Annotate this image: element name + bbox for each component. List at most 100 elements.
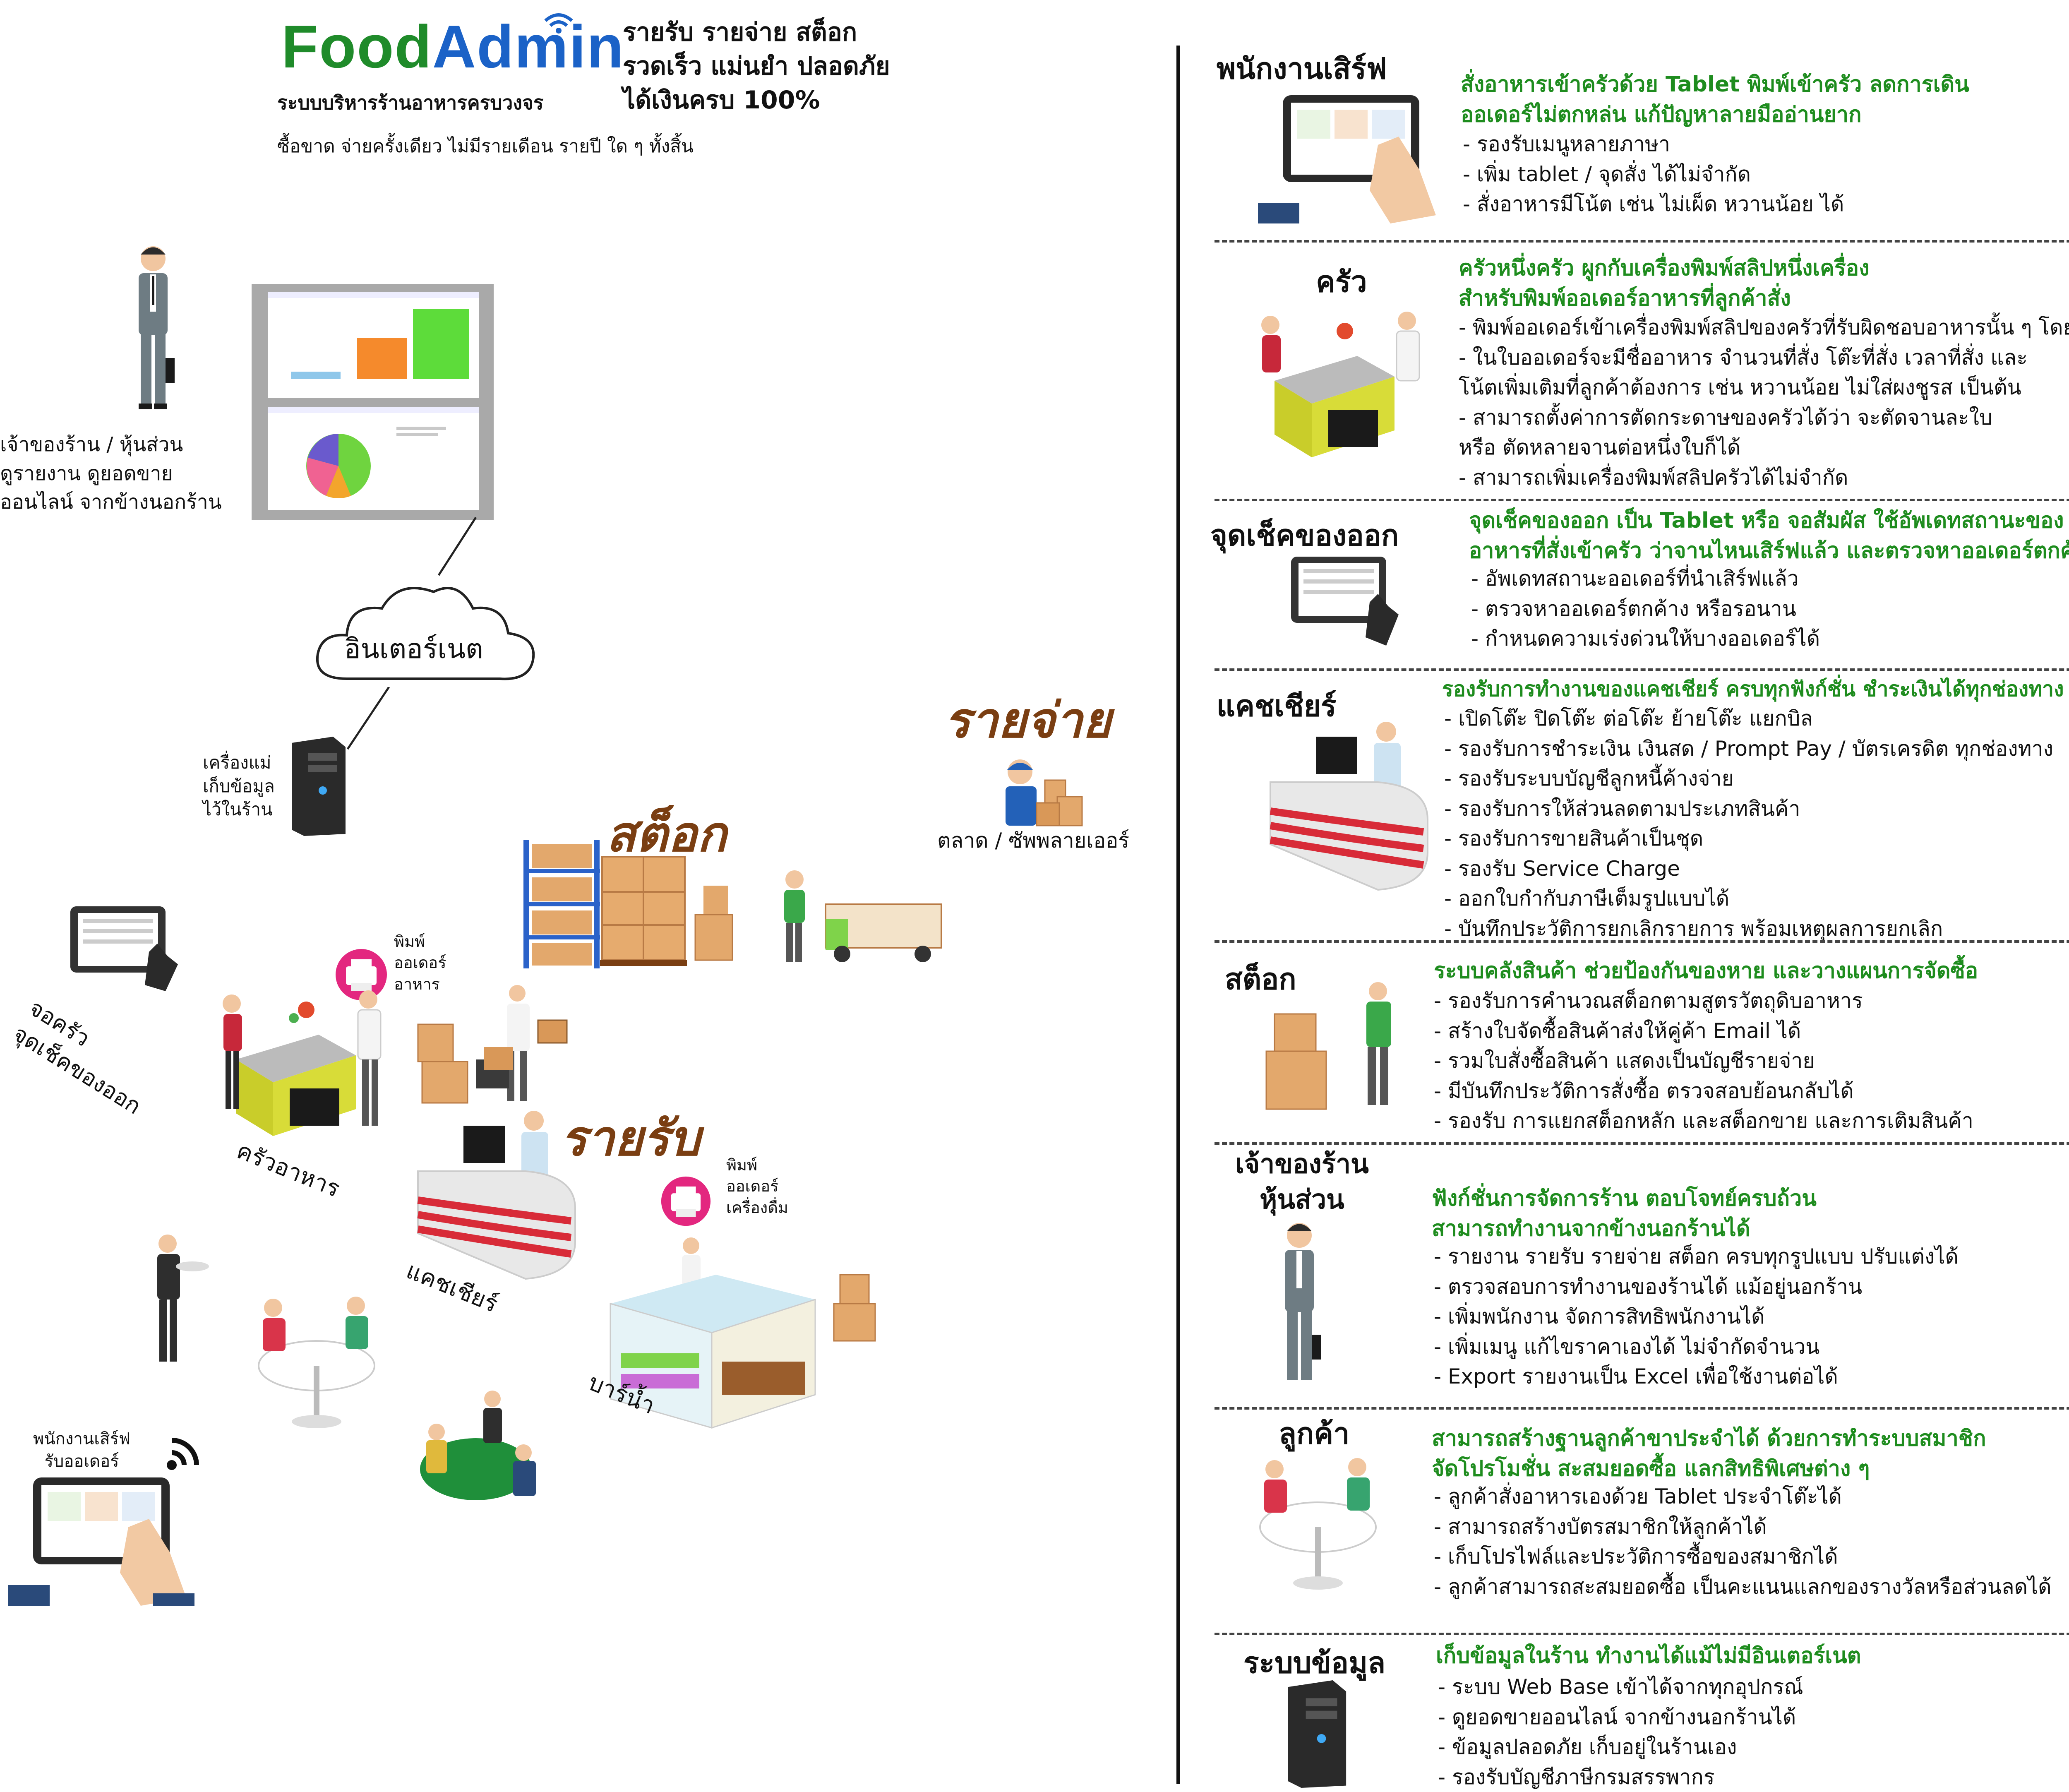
owner-caption: เจ้าของร้าน / หุ้นส่วน ดูรายงาน ดูยอดขาย…: [0, 433, 222, 514]
list-item: - รองรับการขายสินค้าเป็นชุด: [1444, 826, 1704, 850]
list-item: - เปิดโต๊ะ ปิดโต๊ะ ต่อโต๊ะ ย้ายโต๊ะ แยกบ…: [1444, 706, 1813, 730]
section-title-owner: เจ้าของร้าน หุ้นส่วน: [1235, 1149, 1369, 1215]
list-item: - ลูกค้าสามารถสะสมยอดซื้อ เป็นคะแนนแลกขอ…: [1434, 1574, 2052, 1599]
list-item: หรือ ตัดหลายจานต่อหนึ่งใบก็ได้: [1459, 435, 1741, 459]
list-item: - พิมพ์ออเดอร์เข้าเครื่องพิมพ์สลิปของครั…: [1459, 315, 2069, 339]
logo-subtitle: ระบบบริหารร้านอาหารครบวงจร: [277, 91, 544, 114]
section-heading-customer: สามารถสร้างฐานลูกค้าขาประจำได้ ด้วยการทำ…: [1432, 1426, 1986, 1481]
slogan-line-3: ได้เงินครบ 100%: [623, 86, 820, 115]
list-item: โน้ตเพิ่มเติมที่ลูกค้าต้องการ เช่น หวานน…: [1459, 375, 2021, 399]
list-item: - ลูกค้าสั่งอาหารเองด้วย Tablet ประจำโต๊…: [1434, 1485, 1842, 1509]
list-item: - สามารถสร้างบัตรสมาชิกให้ลูกค้าได้: [1434, 1514, 1767, 1539]
list-item: - รองรับ การแยกสต็อกหลัก และสต็อกขาย และ…: [1434, 1109, 1973, 1133]
wifi-icon: [544, 13, 573, 34]
section-items-checkpoint: - อัพเดทสถานะออเดอร์ที่นำเสิร์ฟแล้ว - ตร…: [1471, 564, 1820, 654]
report-dashboard-image: [252, 284, 494, 520]
section-separator: [1215, 1633, 2069, 1635]
kitchen-label: ครัวอาหาร: [233, 1137, 344, 1203]
bar-illustration: [610, 1237, 876, 1429]
section-separator: [1215, 240, 2069, 243]
section-title-customer: ลูกค้า: [1279, 1417, 1350, 1451]
list-item: - รองรับระบบบัญชีลูกหนี้ค้างจ่าย: [1444, 766, 1734, 790]
customer-table-icon: [1259, 1458, 1377, 1590]
list-item: - ดูยอดขายออนไลน์ จากข้างนอกร้านได้: [1438, 1705, 1796, 1729]
section-heading-waiter: สั่งอาหารเข้าครัวด้วย Tablet พิมพ์เข้าคร…: [1461, 72, 1969, 127]
section-heading-stock: ระบบคลังสินค้า ช่วยป้องกันของหาย และวางแ…: [1434, 958, 1978, 983]
list-item: - เพิ่มพนักงาน จัดการสิทธิพนักงานได้: [1434, 1304, 1765, 1328]
print-drink-caption: พิมพ์ ออเดอร์ เครื่องดื่ม: [726, 1156, 788, 1217]
supplier-label: ตลาด / ซัพพลายเออร์: [937, 829, 1130, 853]
waiter-tablet-icon: [8, 1477, 194, 1606]
section-items-stock: - รองรับการคำนวณสต็อกตามสูตรวัตถุดิบอาหา…: [1434, 986, 1973, 1136]
dining-group-illustration: [420, 1391, 536, 1500]
waiter-figure-icon: [157, 1235, 209, 1362]
print-food-caption: พิมพ์ ออเดอร์ อาหาร: [394, 932, 446, 993]
list-item: - ระบบ Web Base เข้าได้จากทุกอุปกรณ์: [1438, 1675, 1803, 1699]
list-item: - ในใบออเดอร์จะมีชื่ออาหาร จำนวนที่สั่ง …: [1459, 345, 2028, 370]
list-item: - สร้างใบจัดซื้อสินค้าส่งให้คู่ค้า Email…: [1434, 1019, 1801, 1043]
list-item: - สามารถตั้งค่าการตัดกระดาษของครัวได้ว่า…: [1459, 405, 1992, 430]
list-item: - ตรวจสอบการทำงานของร้านได้ แม้อยู่นอกร้…: [1434, 1274, 1863, 1299]
kitchen-screen-caption: จอครัว จุดเช็คของออก: [8, 994, 146, 1119]
kitchen-icon: [1261, 312, 1420, 457]
printer-icon: [661, 1176, 711, 1226]
section-heading-checkpoint: จุดเช็คของออก เป็น Tablet หรือ จอสัมผัส …: [1469, 508, 2069, 563]
income-label: รายรับ: [561, 1109, 701, 1167]
printer-icon: [336, 949, 387, 1000]
list-item: - กำหนดความเร่งด่วนให้บางออเดอร์ได้: [1471, 627, 1820, 651]
supplier-phone-icon: [1006, 759, 1083, 826]
server-tower-icon: [1288, 1680, 1347, 1788]
section-items-customer: - ลูกค้าสั่งอาหารเองด้วย Tablet ประจำโต๊…: [1434, 1482, 2052, 1602]
section-title-kitchen: ครัว: [1316, 265, 1367, 299]
waiter-caption: พนักงานเสิร์ฟ รับออเดอร์: [33, 1429, 131, 1471]
owner-figure-icon: [1285, 1223, 1321, 1380]
list-item: - รองรับการชำระเงิน เงินสด / Prompt Pay …: [1444, 736, 2054, 761]
internet-label: อินเตอร์เนต: [344, 633, 483, 665]
cashier-icon: [1270, 722, 1428, 891]
list-item: - บันทึกประวัติการยกเลิกรายการ พร้อมเหตุ…: [1444, 916, 1943, 941]
list-item: - รองรับเมนูหลายภาษา: [1463, 132, 1671, 156]
section-heading-cashier: รองรับการทำงานของแคชเชียร์ ครบทุกฟังก์ชั…: [1442, 677, 2064, 701]
section-heading-kitchen: ครัวหนึ่งครัว ผูกกับเครื่องพิมพ์สลิปหนึ่…: [1459, 256, 1870, 311]
kitchen-illustration: [223, 990, 382, 1136]
owner-figure-icon: [139, 246, 175, 409]
tablet-hand-icon: [1258, 95, 1436, 223]
section-separator: [1215, 1407, 2069, 1410]
foodadmin-logo: FoodAdmin: [281, 17, 624, 77]
vertical-divider: [1176, 46, 1180, 1784]
section-title-cashier: แคชเชียร์: [1217, 689, 1337, 723]
section-title-checkpoint: จุดเช็คของออก: [1210, 519, 1399, 552]
list-item: - ข้อมูลปลอดภัย เก็บอยู่ในร้านเอง: [1438, 1735, 1737, 1759]
server-caption: เครื่องแม่ เก็บข้อมูล ไว้ในร้าน: [203, 752, 275, 820]
section-separator: [1215, 1142, 2069, 1145]
list-item: - สั่งอาหารมีโน้ต เช่น ไม่เผ็ด หวานน้อย …: [1463, 192, 1844, 216]
list-item: - รวมใบสั่งซื้อสินค้า แสดงเป็นบัญชีรายจ่…: [1434, 1049, 1815, 1073]
section-title-waiter: พนักงานเสิร์ฟ: [1217, 52, 1387, 86]
cashier-illustration: [417, 1111, 576, 1280]
list-item: - รองรับ Service Charge: [1444, 856, 1680, 881]
section-title-stock: สต็อก: [1225, 962, 1296, 996]
list-item: - ออกใบกำกับภาษีเต็มรูปแบบได้: [1444, 886, 1730, 910]
dining-table-illustration: [258, 1297, 375, 1428]
section-items-cashier: - เปิดโต๊ะ ปิดโต๊ะ ต่อโต๊ะ ย้ายโต๊ะ แยกบ…: [1444, 704, 2053, 944]
list-item: - รองรับการให้ส่วนลดตามประเภทสินค้า: [1444, 796, 1800, 821]
connector-line: [437, 517, 477, 576]
wifi-signal-icon: [167, 1438, 199, 1470]
checkpoint-tablet-icon: [1291, 557, 1399, 646]
list-item: - เพิ่ม tablet / จุดสั่ง ได้ไม่จำกัด: [1463, 162, 1751, 186]
internet-cloud-icon: [316, 587, 535, 680]
section-items-data: - ระบบ Web Base เข้าได้จากทุกอุปกรณ์ - ด…: [1438, 1672, 1803, 1792]
list-item: - สามารถเพิ่มเครื่องพิมพ์สลิปครัวได้ไม่จ…: [1459, 465, 1848, 490]
list-item: - ตรวจหาออเดอร์ตกค้าง หรือรอนาน: [1471, 596, 1796, 621]
pricing-note: ซื้อขาด จ่ายครั้งเดียว ไม่มีรายเดือน ราย…: [277, 136, 694, 157]
server-tower-icon: [292, 737, 346, 836]
logo-admin: Admin: [432, 13, 624, 80]
list-item: - เพิ่มเมนู แก้ไขราคาเองได้ ไม่จำกัดจำนว…: [1434, 1334, 1820, 1359]
section-separator: [1215, 499, 2069, 501]
list-item: - มีบันทึกประวัติการสั่งซื้อ ตรวจสอบย้อน…: [1434, 1079, 1854, 1103]
logo-food: Food: [281, 13, 432, 80]
warehouse-illustration: [523, 840, 942, 968]
section-separator: [1215, 668, 2069, 671]
section-separator: [1215, 940, 2069, 943]
list-item: - Export รายงานเป็น Excel เพื่อใช้งานต่อ…: [1434, 1364, 1838, 1388]
